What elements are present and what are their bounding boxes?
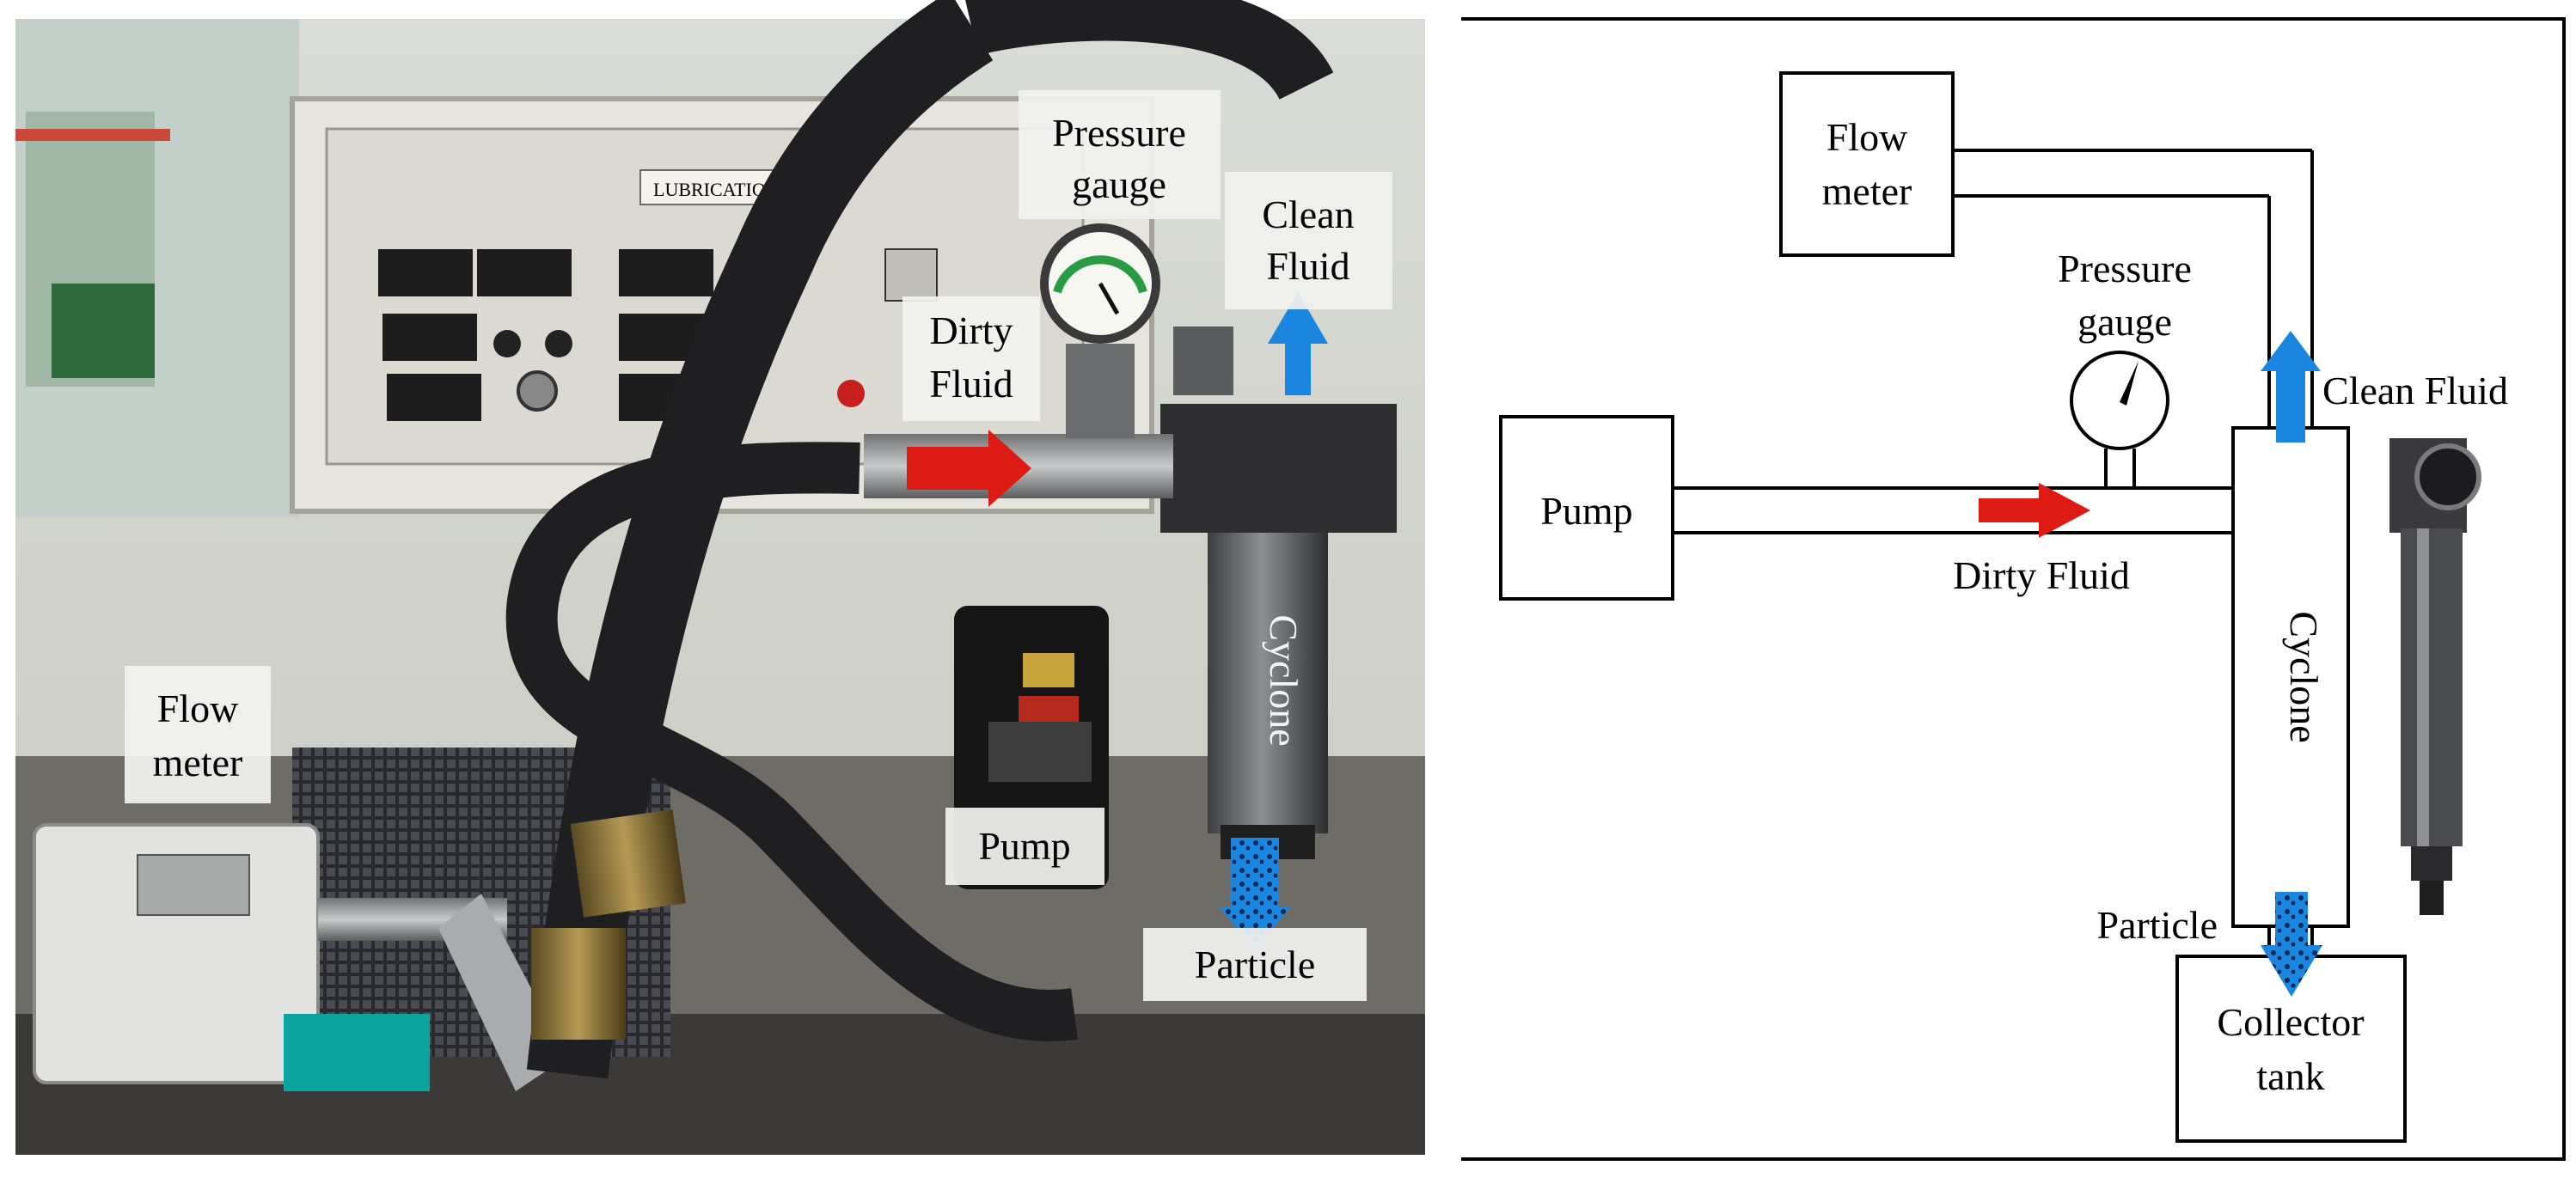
diagram-cyclone-label: Cyclone [2282, 611, 2326, 742]
brass-fitting-upper [570, 809, 686, 918]
diagram-particle-arrow [2261, 892, 2322, 997]
photo-label-clean-fluid-line1: Clean [1262, 192, 1354, 236]
diagram-pressure-gauge-needle [2120, 361, 2139, 406]
panel-knobs [493, 330, 865, 412]
photo-label-dirty-fluid-line1: Dirty [929, 308, 1013, 352]
photo-label-clean-fluid-line2: Fluid [1266, 244, 1349, 288]
photo-label-flow-meter-line2: meter [153, 741, 243, 784]
green-equipment [52, 284, 155, 378]
diagram-collector-tank-label-line2: tank [2256, 1054, 2324, 1098]
flow-meter-screen [137, 854, 250, 916]
return-hose [505, 442, 1078, 1041]
photo-label-pressure-gauge-line1: Pressure [1052, 111, 1186, 155]
photo-clean-fluid-arrow [1268, 292, 1328, 395]
photo-label-pressure-gauge: Pressure gauge [1019, 90, 1221, 219]
diagram-pressure-gauge-label-line1: Pressure [2058, 247, 2192, 290]
photo-label-dirty-fluid: Dirty Fluid [903, 296, 1040, 421]
pump-terminals [988, 722, 1092, 782]
cyclone-product-image [2389, 438, 2481, 915]
photo-dirty-fluid-arrow [907, 430, 1031, 507]
photo-label-dirty-fluid-line2: Fluid [929, 362, 1013, 406]
diagram-flow-meter-box [1779, 71, 1955, 257]
diagram-clean-fluid-arrow [2261, 331, 2321, 443]
brass-fitting [531, 928, 626, 1040]
diagram-dirty-fluid-arrow [1979, 483, 2090, 538]
diagram-pump-box [1499, 415, 1674, 601]
diagram-clean-fluid-label: Clean Fluid [2322, 369, 2508, 412]
photo-label-flow-meter: Flow meter [125, 666, 271, 803]
diagram-dirty-fluid-label: Dirty Fluid [1953, 553, 2130, 597]
diagram-flow-meter-label-line2: meter [1822, 169, 1912, 213]
gauge-tee [1066, 344, 1135, 438]
photo-label-particle-text: Particle [1195, 943, 1316, 986]
photo-label-cyclone: Cyclone [1262, 614, 1306, 746]
cyclone-body [1208, 533, 1328, 833]
diagram-flow-meter-label-line1: Flow [1826, 115, 1908, 159]
window-stripe [15, 129, 170, 141]
photo-label-pump: Pump [945, 808, 1104, 885]
cyclone-head [1160, 404, 1397, 533]
top-hose [965, 0, 1334, 101]
diagram-particle-label: Particle [2097, 903, 2218, 947]
diagram-collector-tank-label-line1: Collector [2217, 1000, 2364, 1044]
cyclone-top-pipe [1173, 327, 1233, 395]
diagram-pressure-gauge-label-line2: gauge [2077, 300, 2172, 344]
pump-motor-sticker [1023, 653, 1074, 687]
diagram-pump-label: Pump [1540, 489, 1632, 533]
flow-meter-base [284, 1014, 430, 1091]
digital-displays [378, 248, 938, 421]
diagram-panel: Flow meter Pressure gauge Pump Clean Flu… [1461, 17, 2566, 1161]
diagram-pipes [1672, 149, 2314, 958]
photo-panel: LUBRICATION [15, 0, 1425, 1155]
diagram-pressure-gauge-icon [2070, 351, 2169, 450]
photo-label-pump-text: Pump [978, 824, 1070, 868]
photo-label-clean-fluid: Clean Fluid [1225, 172, 1392, 309]
photo-label-pressure-gauge-line2: gauge [1072, 162, 1166, 206]
photo-label-flow-meter-line1: Flow [157, 687, 239, 730]
photo-label-particle: Particle [1143, 928, 1367, 1001]
pressure-gauge-green-arc [1053, 255, 1147, 294]
pressure-gauge-needle [1098, 282, 1120, 315]
pump-motor-label [1019, 696, 1079, 722]
